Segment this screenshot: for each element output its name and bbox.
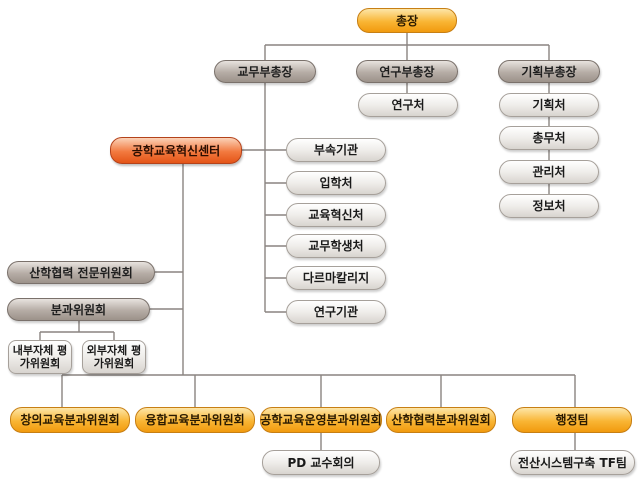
- vp-research-box: 연구부총장: [356, 60, 458, 83]
- engineering-center-box: 공학교육혁신센터: [110, 137, 242, 164]
- damarcollege-box: 다르마칼리지: [286, 266, 386, 290]
- operation-subcommittee-box: 공학교육운영분과위원회: [260, 407, 382, 433]
- industry-committee-box: 산학협력 전문위원회: [7, 261, 155, 284]
- convergence-subcommittee-box: 융합교육분과위원회: [135, 407, 255, 433]
- external-eval-box: 외부자체 평가위원회: [82, 340, 146, 374]
- it-tf-box: 전산시스템구축 TF팀: [510, 450, 635, 475]
- connector-committees: [150, 271, 183, 310]
- connector-academic-vp: [264, 83, 286, 313]
- connector-subcommittee-eval: [39, 321, 115, 340]
- industry-subcommittee-box: 산학협력분과위원회: [386, 407, 496, 433]
- admin-team-box: 행정팀: [512, 407, 632, 433]
- connector-bottom-bus: [61, 374, 576, 407]
- subcommittee-box: 분과위원회: [7, 298, 150, 321]
- planning-office-box: 기획처: [499, 93, 599, 117]
- education-innovation-box: 교육혁신처: [286, 203, 386, 227]
- internal-eval-box: 내부자체 평가위원회: [8, 340, 72, 374]
- research-institutes-box: 연구기관: [286, 300, 386, 324]
- pd-meeting-box: PD 교수회의: [262, 450, 380, 475]
- vp-academic-box: 교무부총장: [214, 60, 316, 83]
- affiliated-institutions-box: 부속기관: [286, 138, 386, 162]
- information-office-box: 정보처: [499, 194, 599, 218]
- president-box: 총장: [357, 8, 457, 33]
- creative-subcommittee-box: 창의교육분과위원회: [10, 407, 130, 433]
- management-office-box: 관리처: [499, 160, 599, 184]
- vp-planning-box: 기획부총장: [498, 60, 600, 83]
- admissions-office-box: 입학처: [286, 171, 386, 195]
- connector-president-vps: [264, 33, 550, 60]
- connector-bottom-children: [320, 433, 576, 450]
- research-office-box: 연구처: [358, 93, 458, 117]
- general-affairs-box: 총무처: [499, 126, 599, 150]
- academic-affairs-box: 교무학생처: [286, 234, 386, 258]
